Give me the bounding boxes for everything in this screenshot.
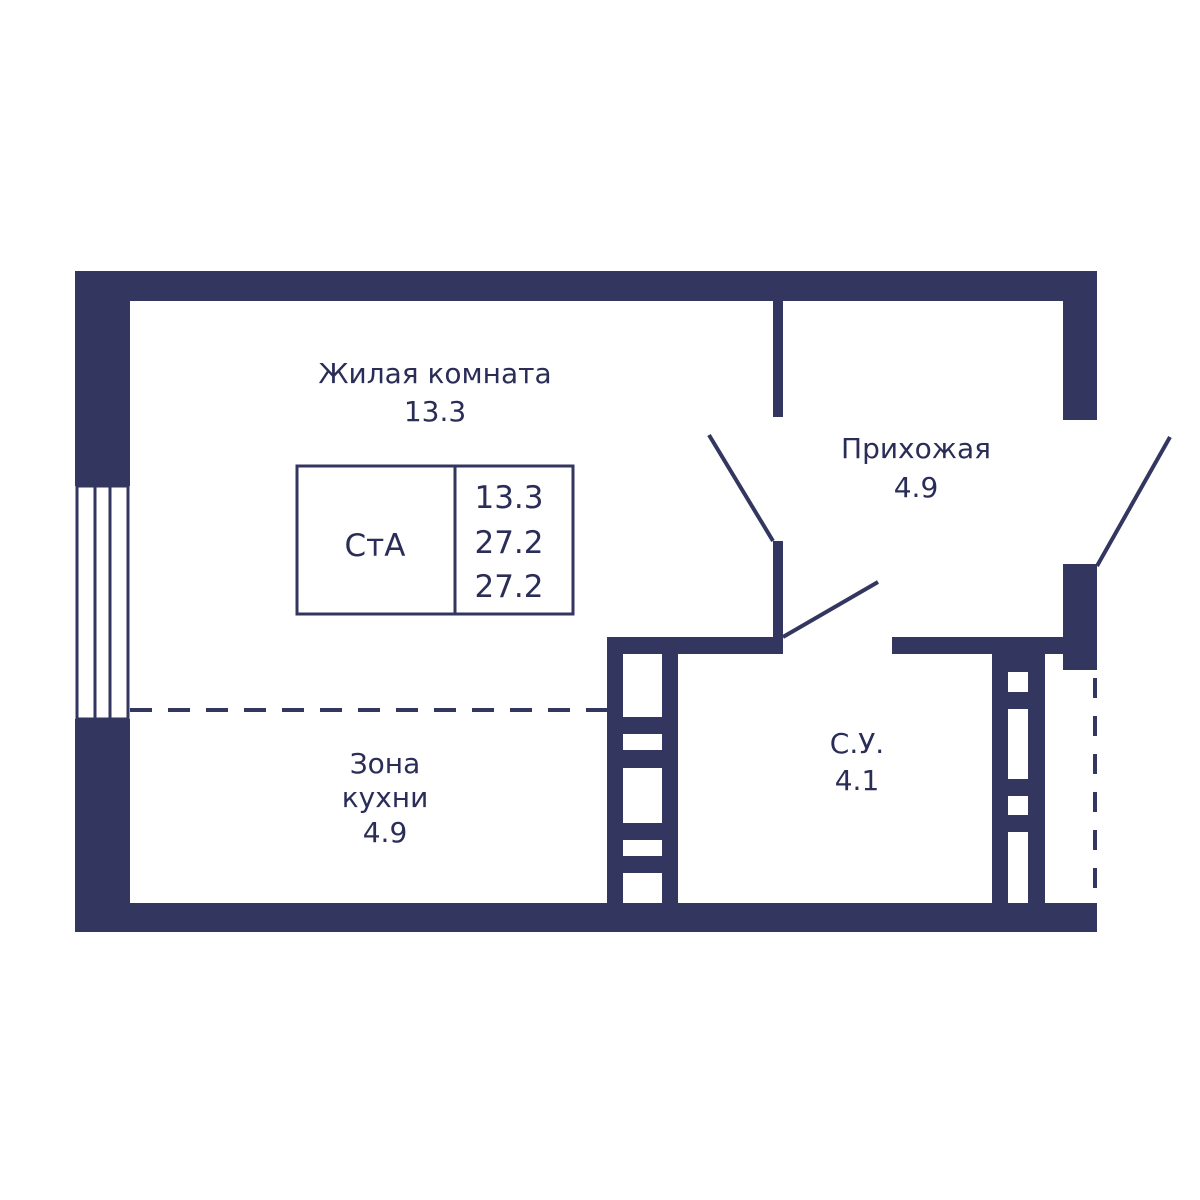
kitchen-area: 4.9 — [363, 816, 408, 849]
left-wall-lower — [75, 719, 130, 932]
summary-box — [295, 464, 575, 616]
summary-total-area: 27.2 — [474, 525, 543, 561]
summary-total-area-2: 27.2 — [474, 569, 543, 605]
hall-name: Прихожая — [841, 432, 991, 465]
bathroom-area: 4.1 — [835, 764, 880, 797]
partition-upper — [773, 301, 783, 417]
right-wall-upper — [1063, 271, 1097, 420]
summary-living-area: 13.3 — [474, 480, 543, 516]
kitchen-name-line2: кухни — [342, 781, 429, 814]
door-living — [707, 433, 775, 543]
shaft-openings — [623, 654, 1028, 903]
kitchen-name-line1: Зона — [350, 747, 421, 780]
bathroom-name: С.У. — [830, 727, 884, 760]
doors — [707, 433, 1172, 639]
living-room-area: 13.3 — [404, 395, 466, 428]
top-wall — [75, 271, 1097, 301]
bottom-wall — [75, 903, 1097, 932]
window — [75, 484, 130, 721]
bathroom-top-wall-right — [892, 637, 1097, 654]
door-entrance — [1095, 436, 1172, 567]
partition-lower — [773, 541, 783, 654]
apartment-type: СтА — [345, 528, 406, 564]
hall-area: 4.9 — [894, 471, 939, 504]
right-wall-block — [1063, 564, 1097, 670]
door-bathroom — [781, 580, 880, 639]
living-room-name: Жилая комната — [318, 357, 551, 390]
left-wall-upper — [75, 271, 130, 486]
walls — [75, 271, 1097, 932]
